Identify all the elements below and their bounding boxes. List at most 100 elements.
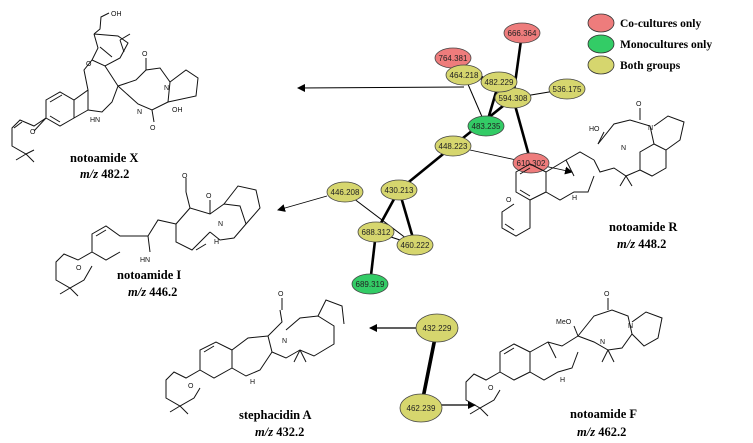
atom-n: N [648, 125, 653, 132]
mz-prefix: m/z [617, 237, 635, 251]
node-label: 689.319 [356, 280, 385, 289]
atom-nh: H [572, 195, 577, 202]
node-label: 594.308 [499, 94, 528, 103]
atom-o: O [278, 291, 284, 298]
node-label: 688.312 [362, 228, 391, 237]
network-edges [344, 32, 568, 409]
atom-meo: MeO [556, 319, 572, 326]
atom-n: N [137, 109, 142, 116]
mz-value: 432.2 [276, 425, 304, 439]
node-ellipse[interactable] [357, 221, 395, 243]
compound-mz-stephacidin-a: m/z 432.2 [255, 425, 304, 439]
atom-nh: H [250, 379, 255, 386]
atom-oh: OH [111, 11, 122, 18]
structure-notoamide-i: O O N HN O H [55, 173, 261, 297]
compound-name-notoamide-x: notoamide X [70, 151, 138, 165]
node-ellipse[interactable] [480, 71, 518, 93]
compound-mz-notoamide-r: m/z 448.2 [617, 237, 666, 251]
node-label: 448.223 [439, 142, 468, 151]
atom-ho: HO [589, 126, 600, 133]
network-node[interactable]: 483.235 [467, 115, 505, 137]
node-ellipse[interactable] [445, 64, 483, 86]
atom-oh: OH [172, 107, 183, 114]
atom-n: N [164, 85, 169, 92]
compound-name-stephacidin-a: stephacidin A [239, 408, 312, 422]
atom-n: N [628, 323, 633, 330]
compound-mz-notoamide-i: m/z 446.2 [128, 285, 177, 299]
mz-prefix: m/z [80, 167, 98, 181]
atom-o: O [488, 385, 494, 392]
arrow-node-to-notoamide-i [277, 195, 328, 212]
network-node[interactable]: 430.213 [380, 179, 418, 201]
network-node[interactable]: 482.229 [480, 71, 518, 93]
legend-item-monocultures: Monocultures only [587, 34, 712, 54]
atom-o: O [142, 51, 148, 58]
atom-o: O [604, 291, 610, 298]
atom-o: O [636, 101, 642, 108]
svg-text:m/z 482.2: m/z 482.2 [80, 167, 129, 181]
network-node[interactable]: 432.229 [415, 313, 459, 343]
mz-value: 446.2 [149, 285, 177, 299]
node-label: 464.218 [450, 71, 479, 80]
network-node[interactable]: 446.208 [326, 181, 364, 203]
node-label: 462.239 [407, 404, 436, 413]
atom-h: H [214, 239, 219, 246]
node-ellipse[interactable] [434, 135, 472, 157]
svg-text:m/z 448.2: m/z 448.2 [617, 237, 666, 251]
network-node[interactable]: 460.222 [396, 234, 434, 256]
node-label: 430.213 [385, 186, 414, 195]
node-label: 432.229 [423, 324, 452, 333]
network-node[interactable]: 448.223 [434, 135, 472, 157]
structure-notoamide-r: HO O N N O H [501, 101, 685, 237]
legend-label-co-cultures: Co-cultures only [620, 18, 701, 30]
atom-n: N [621, 145, 626, 152]
network-node[interactable]: 610.302 [512, 152, 550, 174]
network-node[interactable]: 462.239 [399, 393, 443, 423]
mz-value: 462.2 [598, 425, 626, 439]
node-ellipse[interactable] [399, 393, 443, 423]
node-ellipse[interactable] [396, 234, 434, 256]
network-node[interactable]: 536.175 [548, 78, 586, 100]
atom-n: N [218, 221, 223, 228]
structure-stephacidin-a: O N H O [165, 291, 345, 415]
node-ellipse[interactable] [503, 22, 541, 44]
legend-label-monocultures: Monocultures only [620, 39, 712, 51]
atom-o: O [30, 129, 36, 136]
mz-prefix: m/z [128, 285, 146, 299]
node-ellipse[interactable] [380, 179, 418, 201]
legend-swatch-both [587, 55, 615, 75]
node-ellipse[interactable] [326, 181, 364, 203]
atom-o: O [76, 265, 82, 272]
node-label: 446.208 [331, 188, 360, 197]
svg-text:m/z 432.2: m/z 432.2 [255, 425, 304, 439]
svg-text:m/z 462.2: m/z 462.2 [577, 425, 626, 439]
atom-n: N [282, 338, 287, 345]
network-edge [344, 191, 416, 246]
node-ellipse[interactable] [415, 313, 459, 343]
arrow-node-to-notoamide-x [297, 83, 465, 92]
svg-text:m/z 446.2: m/z 446.2 [128, 285, 177, 299]
node-ellipse[interactable] [467, 115, 505, 137]
atom-o: O [188, 383, 194, 390]
network-node[interactable]: 688.312 [357, 221, 395, 243]
legend: Co-cultures only Monocultures only Both … [587, 13, 712, 75]
mz-value: 482.2 [101, 167, 129, 181]
compound-name-notoamide-f: notoamide F [570, 407, 637, 421]
atom-hn: HN [140, 257, 150, 264]
legend-item-both: Both groups [587, 55, 681, 75]
network-node[interactable]: 464.218 [445, 64, 483, 86]
node-ellipse[interactable] [351, 273, 389, 295]
compound-name-notoamide-r: notoamide R [609, 220, 678, 234]
network-node[interactable]: 689.319 [351, 273, 389, 295]
atom-o: O [506, 197, 512, 204]
atom-o: O [150, 125, 156, 132]
compound-mz-notoamide-f: m/z 462.2 [577, 425, 626, 439]
compound-mz-notoamide-x: m/z 482.2 [80, 167, 129, 181]
legend-label-both: Both groups [620, 60, 681, 72]
network-nodes: 764.381666.364594.308536.175610.302448.2… [326, 22, 586, 423]
network-node[interactable]: 666.364 [503, 22, 541, 44]
structure-notoamide-x: OH O O HN O N N O OH [11, 11, 199, 163]
node-ellipse[interactable] [548, 78, 586, 100]
mz-prefix: m/z [255, 425, 273, 439]
